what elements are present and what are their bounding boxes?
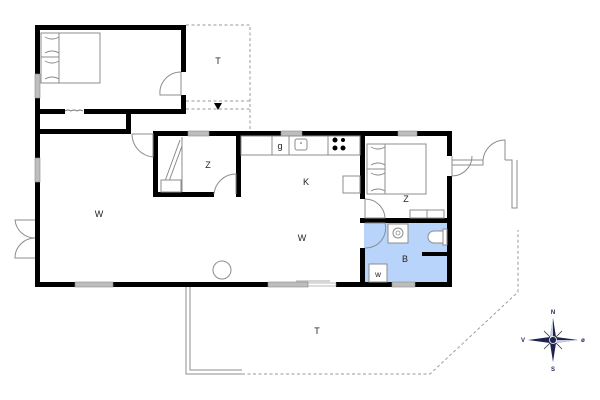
walls <box>35 25 452 287</box>
label-bedroom-east: Z <box>403 194 409 204</box>
porch-east <box>452 139 518 209</box>
compass-west: V <box>521 338 525 344</box>
terrace-north-outline <box>186 24 251 131</box>
label-fridge: g <box>277 141 282 151</box>
compass-north: N <box>551 310 555 316</box>
label-living-center: W <box>298 233 307 243</box>
terrace-south-outline <box>185 230 519 375</box>
compass-east: ø <box>581 338 585 344</box>
bathroom-fixtures <box>368 223 448 283</box>
bed-annex <box>40 32 101 84</box>
label-washer: w <box>374 270 381 279</box>
label-bathroom: B <box>402 254 408 264</box>
label-living-west: W <box>95 209 104 219</box>
label-bedroom-small: Z <box>205 160 211 170</box>
bunk-bed <box>160 137 183 193</box>
compass-south: S <box>551 367 555 373</box>
kitchen-counter <box>240 135 361 194</box>
stove-round <box>212 260 232 280</box>
label-kitchen: K <box>303 177 309 187</box>
windows <box>34 73 418 288</box>
bed-east <box>366 143 445 219</box>
compass-rose: N S V ø <box>521 310 585 373</box>
label-terrace-north: T <box>215 56 221 66</box>
label-terrace-south: T <box>314 326 320 336</box>
doors <box>14 71 473 259</box>
